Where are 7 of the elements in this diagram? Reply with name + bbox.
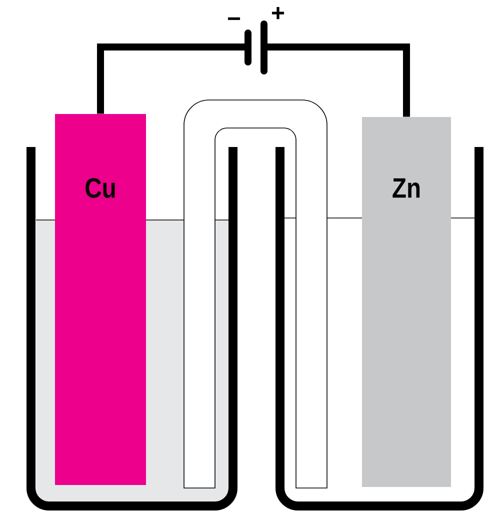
battery-symbol	[244, 20, 268, 74]
electrode: Zn	[362, 117, 451, 487]
minus-sign: −	[228, 17, 240, 20]
wire	[266, 44, 410, 117]
plus-sign: +	[272, 6, 284, 20]
wire	[97, 44, 246, 114]
electrode: Cu	[55, 114, 146, 485]
